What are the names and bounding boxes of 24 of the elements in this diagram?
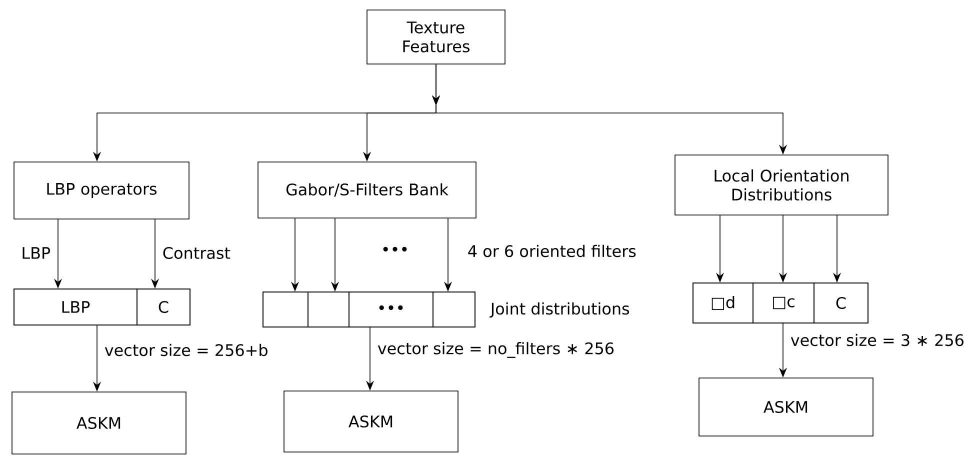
edge-label: vector size = 3 ∗ 256 xyxy=(790,334,964,346)
vector-cell: LBP xyxy=(14,288,138,326)
process-box: Texture Features xyxy=(366,10,506,64)
vector-cell: C xyxy=(814,282,868,324)
annotation-label: Joint distributions xyxy=(490,302,630,318)
vector-cell xyxy=(432,292,476,328)
vector-cell xyxy=(308,292,350,328)
edge-label: Contrast xyxy=(163,246,230,260)
edge-label: LBP xyxy=(22,247,50,259)
process-box: ASKM xyxy=(12,392,186,454)
process-box: Local Orientation Distributions xyxy=(674,154,888,216)
process-box: ASKM xyxy=(284,390,458,452)
process-box: Gabor/S-Filters Bank xyxy=(258,162,476,218)
vector-cell: □c xyxy=(752,282,814,324)
annotation-label: 4 or 6 oriented filters xyxy=(468,244,636,258)
ellipsis-label: ••• xyxy=(383,246,407,252)
vector-cell: □d xyxy=(692,282,754,324)
edge-label: vector size = 256+b xyxy=(104,344,268,356)
process-box: ASKM xyxy=(698,378,874,436)
vector-cell xyxy=(262,292,308,328)
vector-cell: ••• xyxy=(348,292,434,328)
process-box: LBP operators xyxy=(14,162,190,220)
edge-label: vector size = no_filters ∗ 256 xyxy=(378,342,614,358)
vector-cell: C xyxy=(136,288,190,326)
